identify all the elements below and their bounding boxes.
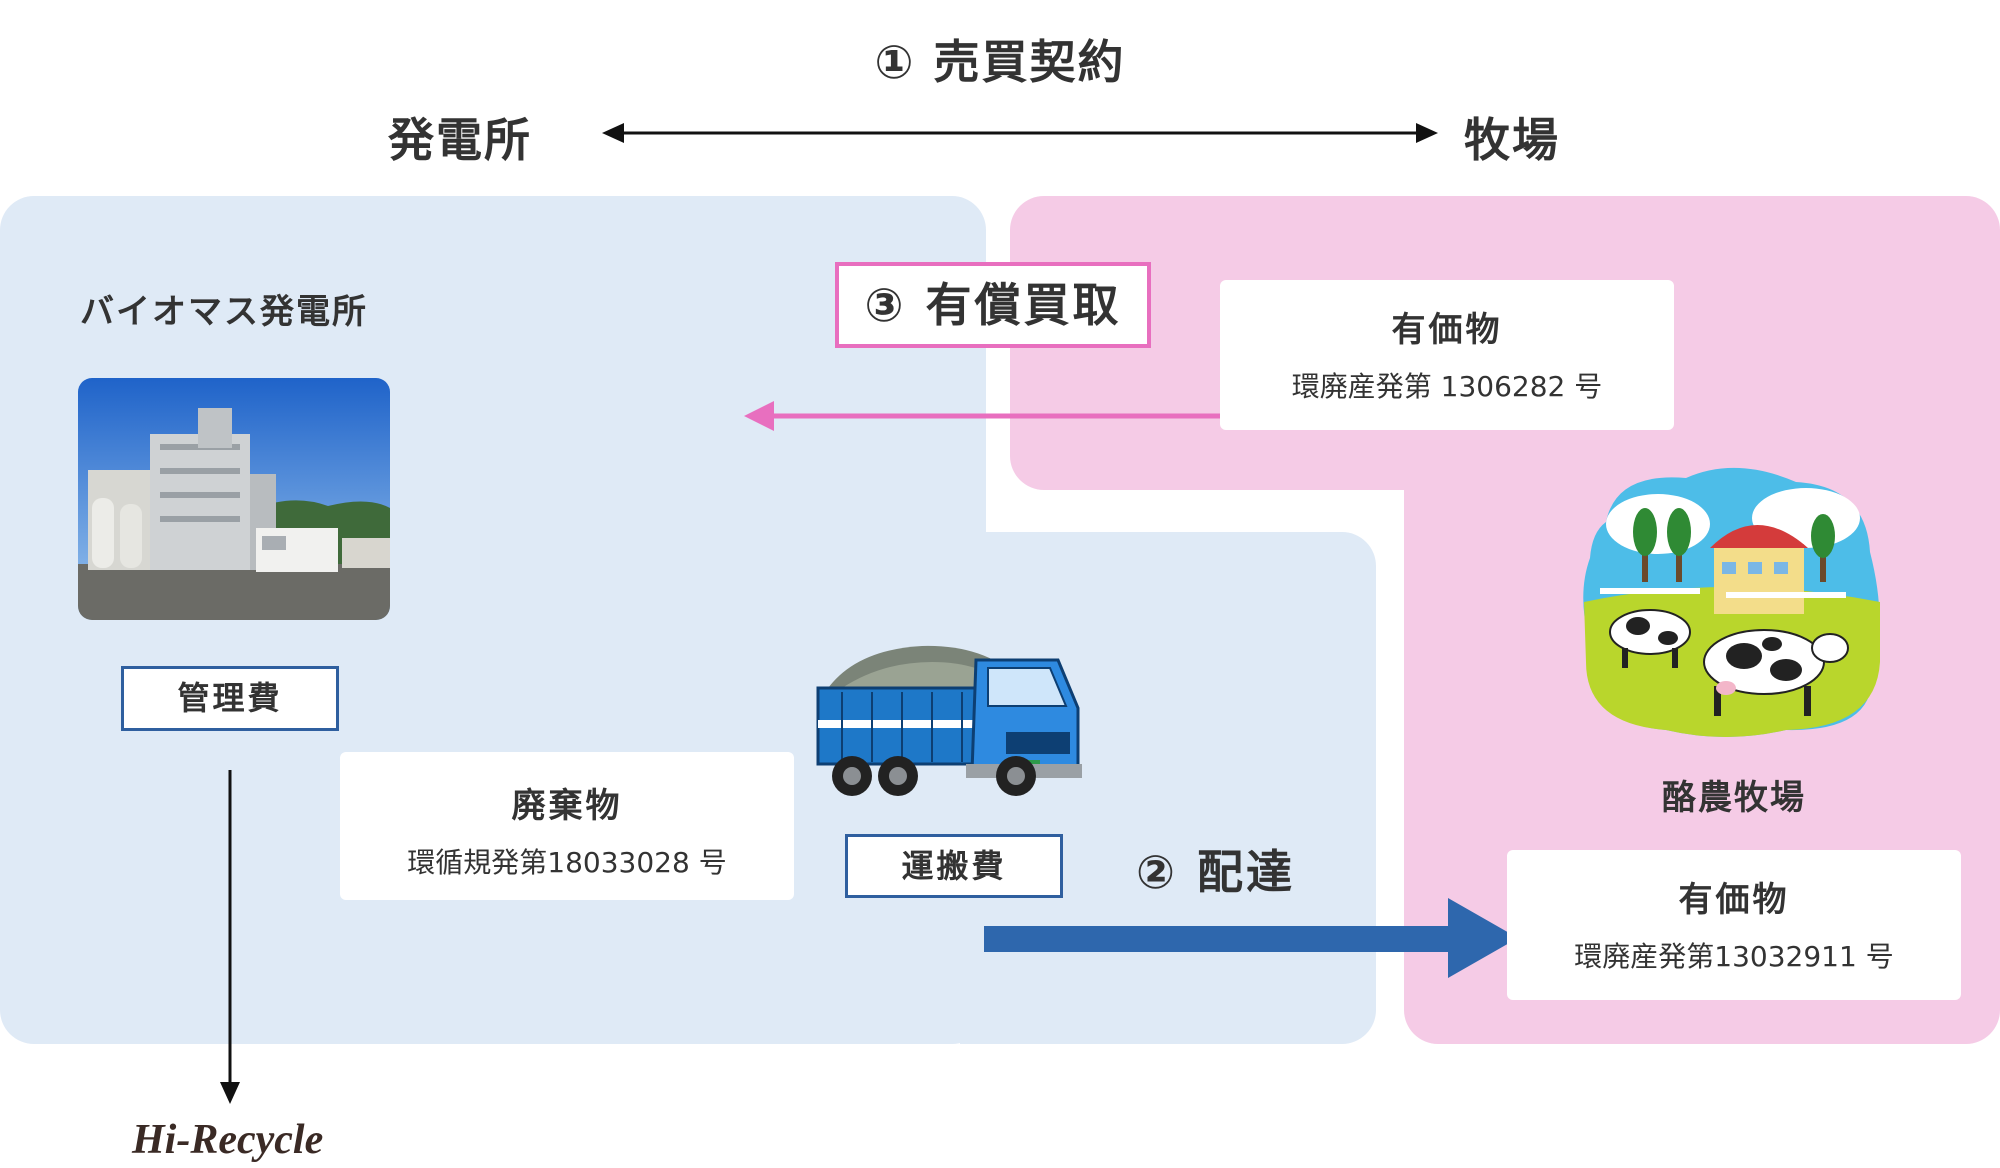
delivery-label: ② 配達 — [1136, 845, 1295, 899]
party-ranch: 牧場 — [1464, 113, 1560, 167]
valuable-top-title: 有価物 — [1391, 310, 1503, 350]
party-power-plant: 発電所 — [388, 113, 532, 167]
valuable-box-bottom: 有価物 環廃産発第13032911 号 — [1507, 850, 1961, 1000]
waste-title: 廃棄物 — [511, 786, 623, 826]
power-plant-label: バイオマス発電所 — [80, 292, 368, 332]
purchase-arrow — [744, 401, 1276, 431]
truck-illustration — [816, 645, 1082, 796]
management-fee-label: 管理費 — [121, 666, 339, 731]
contract-double-arrow — [602, 123, 1438, 143]
ranch-illustration — [1583, 467, 1880, 737]
valuable-bottom-permit: 環廃産発第13032911 号 — [1574, 940, 1894, 973]
valuable-top-permit: 環廃産発第 1306282 号 — [1291, 370, 1603, 403]
dairy-ranch-label: 酪農牧場 — [1662, 778, 1806, 818]
transport-fee-label: 運搬費 — [845, 834, 1063, 898]
waste-permit: 環循規発第18033028 号 — [407, 846, 727, 879]
contract-label: ① 売買契約 — [874, 35, 1126, 89]
power-plant-photo — [78, 378, 390, 620]
purchase-label: ③ 有償買取 — [835, 262, 1151, 348]
waste-box: 廃棄物 環循規発第18033028 号 — [340, 752, 794, 900]
power-plant-region — [0, 196, 986, 1044]
valuable-box-top: 有価物 環廃産発第 1306282 号 — [1220, 280, 1674, 430]
delivery-arrow — [984, 898, 1518, 978]
to-hirecycle-arrow — [220, 770, 240, 1104]
hirecycle-label: Hi-Recycle — [132, 1117, 324, 1163]
valuable-bottom-title: 有価物 — [1678, 880, 1790, 920]
